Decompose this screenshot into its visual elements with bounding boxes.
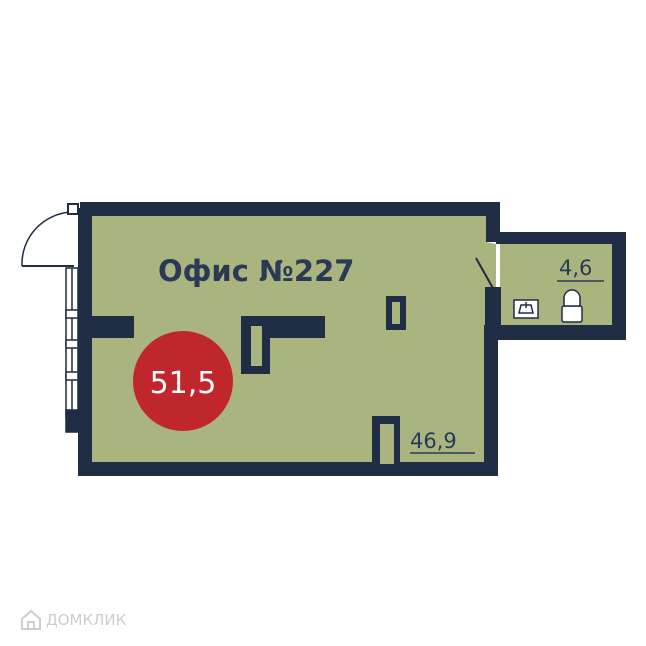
watermark: ДОМКЛИК bbox=[20, 608, 126, 632]
entrance-door bbox=[21, 203, 79, 267]
bathroom-area: 4,6 bbox=[559, 256, 592, 280]
total-area-badge bbox=[133, 331, 233, 431]
window bbox=[65, 267, 79, 433]
main-room-area: 46,9 bbox=[410, 429, 457, 453]
bathroom-door bbox=[475, 257, 501, 325]
total-area-value: 51,5 bbox=[150, 366, 217, 401]
office-title: Офис №227 bbox=[158, 254, 354, 288]
watermark-text: ДОМКЛИК bbox=[46, 611, 127, 629]
sink-icon bbox=[513, 299, 539, 319]
toilet-icon bbox=[561, 289, 583, 323]
main-room-floor bbox=[92, 216, 496, 462]
house-logo-icon bbox=[21, 609, 41, 630]
